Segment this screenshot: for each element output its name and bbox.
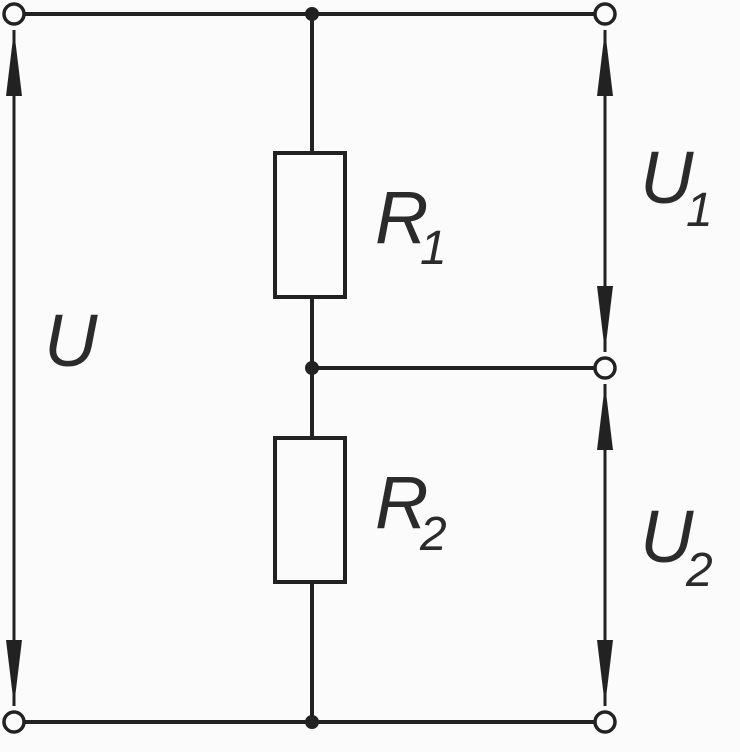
label-voltage-u2-subscript: 2 [685, 544, 713, 597]
junction-bottom [305, 715, 319, 729]
voltage-u-arrow-bottom [6, 640, 22, 706]
terminal-middle-right [593, 356, 617, 380]
label-voltage-u1: U [640, 136, 694, 219]
voltage-u1-arrow-bottom [597, 286, 613, 352]
terminal-top-right [593, 2, 617, 26]
label-resistor-r1: R [375, 176, 428, 259]
junction-top [305, 7, 319, 21]
label-resistor-r1-subscript: 1 [420, 222, 447, 275]
terminal-top-left [2, 2, 26, 26]
resistor-r1 [273, 151, 347, 299]
voltage-u-arrow-top [6, 30, 22, 96]
voltage-u1-arrow-top [597, 30, 613, 96]
label-voltage-u1-subscript: 1 [686, 184, 713, 237]
voltage-u2-arrow-bottom [597, 640, 613, 706]
resistor-r2 [273, 436, 347, 584]
label-voltage-u2: U [640, 495, 694, 578]
label-resistor-r2-subscript: 2 [419, 508, 447, 561]
terminal-bottom-right [593, 710, 617, 734]
junction-middle [305, 361, 319, 375]
label-voltage-total: U [44, 299, 98, 382]
label-resistor-r2: R [375, 461, 428, 544]
voltage-u2-arrow-top [597, 384, 613, 450]
terminal-bottom-left [2, 710, 26, 734]
